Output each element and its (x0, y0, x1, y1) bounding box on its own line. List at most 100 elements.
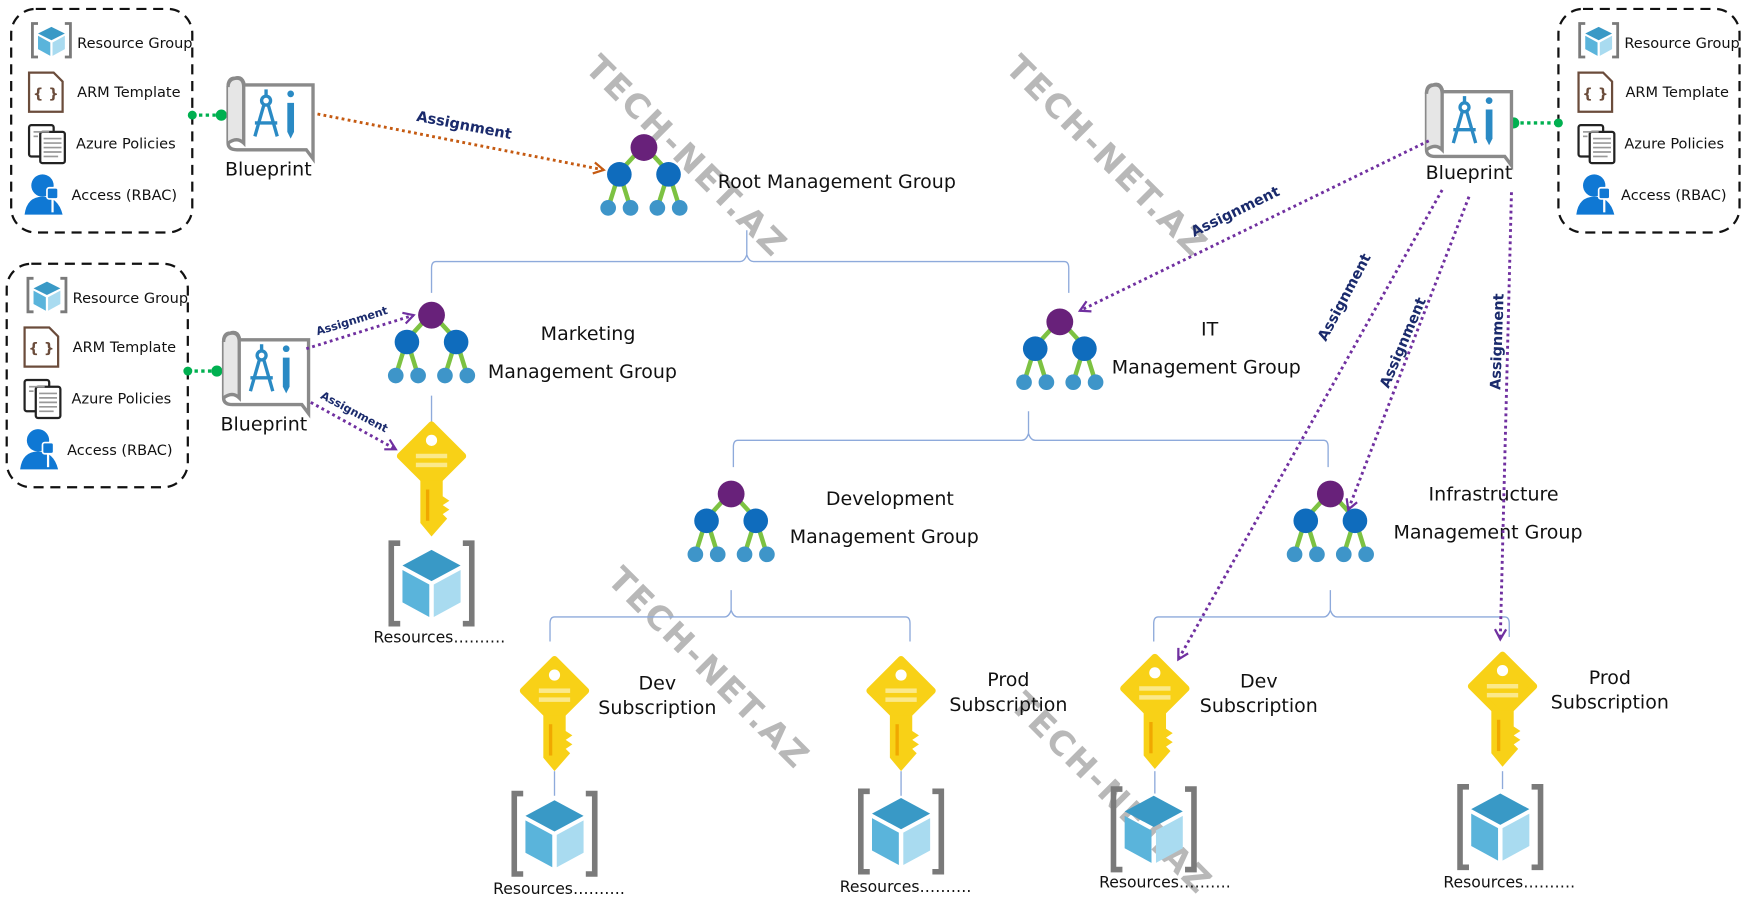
subscription-key-icon (1471, 655, 1534, 767)
assignment-label: Assignment (415, 109, 513, 143)
assignment-arrow (305, 315, 413, 351)
subscription-prod-2[interactable]: Prod Subscription (1471, 655, 1669, 767)
resource-group-icon (861, 791, 941, 871)
artifact-label: Resource Group (1624, 36, 1739, 52)
watermark: TECH-NET.AZ (578, 47, 796, 264)
subscription-label: Subscription (1551, 692, 1669, 714)
resource-group-icon (31, 22, 72, 59)
arm-template-icon (27, 71, 64, 113)
watermark: TECH-NET.AZ (998, 47, 1216, 264)
assignment-arrow (1177, 189, 1444, 659)
resource-group-icon (26, 276, 68, 314)
management-group-infrastructure[interactable]: Infrastructure Management Group (1287, 481, 1583, 563)
rbac-user-icon (1575, 173, 1616, 216)
management-group-marketing[interactable]: Marketing Management Group (388, 302, 677, 384)
artifact-box-top-right: Resource Group ARM Template Azure Polici… (1557, 7, 1741, 234)
management-group-label: Management Group (1393, 522, 1582, 544)
assignment-arrow (1500, 192, 1513, 639)
assignment-label: Assignment (1315, 251, 1374, 344)
subscription-label: Subscription (598, 697, 716, 719)
management-group-root[interactable]: Root Management Group (600, 134, 956, 216)
resources-node[interactable]: Resources………. (374, 543, 506, 647)
subscription-label: Subscription (1200, 695, 1318, 717)
artifact-box-top-left: Resource Group ARM Template Azure Polici… (10, 7, 194, 234)
management-group-development[interactable]: Development Management Group (688, 481, 979, 563)
management-group-label: Marketing (541, 323, 636, 345)
management-group-label: IT (1201, 318, 1219, 340)
rbac-user-icon (19, 428, 60, 471)
blueprint-icon (226, 75, 315, 161)
assignment-arrows (305, 112, 1513, 659)
subscription-dev-1[interactable]: Dev Subscription (523, 659, 716, 771)
assignment-label: Assignment (1189, 184, 1283, 241)
artifact-label: Azure Policies (72, 391, 172, 407)
assignment-arrow (310, 401, 396, 451)
hierarchy-lines (430, 230, 1510, 796)
resource-group-icon (514, 794, 594, 874)
blueprint-icon (1424, 82, 1514, 168)
resources-node[interactable]: Resources………. (1099, 789, 1231, 891)
artifact-box-mid-left: Resource Group ARM Template Azure Polici… (5, 262, 189, 489)
subscription-key-icon (523, 659, 586, 771)
blueprint-node[interactable]: Blueprint (1424, 82, 1514, 184)
azure-policies-icon (23, 378, 62, 420)
resources-label: Resources………. (374, 628, 506, 647)
artifact-label: Resource Group (73, 291, 188, 307)
assignment-label: Assignment (1488, 293, 1507, 390)
blueprint-icon (221, 330, 311, 416)
blueprint-label: Blueprint (225, 158, 312, 180)
artifact-label: Azure Policies (76, 137, 176, 153)
subscription-label: Subscription (949, 694, 1067, 716)
subscription-key-icon (400, 425, 463, 537)
subscription-label: Prod (1589, 667, 1631, 689)
artifact-label: ARM Template (1625, 85, 1728, 101)
management-group-label: Root Management Group (718, 171, 956, 193)
subscription-dev-2[interactable]: Dev Subscription (1124, 657, 1318, 769)
resources-label: Resources………. (1443, 872, 1575, 891)
resource-group-icon (1578, 22, 1620, 59)
subscription-marketing[interactable] (400, 425, 463, 537)
subscription-key-icon (870, 659, 933, 771)
arm-template-icon (1577, 71, 1614, 113)
blueprint-label: Blueprint (1426, 162, 1513, 184)
arm-template-icon (23, 326, 60, 368)
subscription-label: Prod (987, 669, 1029, 691)
subscription-key-icon (1124, 657, 1187, 769)
artifact-label: Azure Policies (1624, 137, 1724, 153)
management-group-label: Development (826, 488, 954, 510)
management-group-label: Management Group (1112, 356, 1301, 378)
resources-label: Resources………. (493, 879, 625, 898)
artifact-label: Access (RBAC) (67, 443, 173, 459)
rbac-user-icon (23, 173, 64, 216)
management-group-icon (388, 302, 475, 384)
resources-node[interactable]: Resources………. (493, 794, 625, 899)
artifact-label: Resource Group (77, 36, 192, 52)
management-group-label: Management Group (790, 526, 979, 548)
resources-node[interactable]: Resources………. (1443, 787, 1575, 892)
resources-label: Resources………. (1099, 872, 1231, 891)
subscription-label: Dev (1240, 670, 1278, 692)
blueprint-node[interactable]: Blueprint (220, 330, 311, 436)
management-group-label: Management Group (488, 361, 677, 383)
resources-node[interactable]: Resources………. (840, 791, 972, 896)
resources-label: Resources………. (840, 877, 972, 896)
artifact-label: Access (RBAC) (1621, 188, 1727, 204)
subscription-label: Dev (639, 673, 677, 695)
resource-group-icon (391, 543, 471, 623)
azure-policies-icon (1577, 124, 1616, 165)
assignment-labels: Assignment Assignment Assignment Assignm… (315, 109, 1508, 436)
artifact-label: ARM Template (77, 85, 180, 101)
management-group-it[interactable]: IT Management Group (1016, 308, 1301, 390)
blueprint-node[interactable]: Blueprint (225, 75, 315, 181)
subscription-prod-1[interactable]: Prod Subscription (870, 659, 1068, 771)
management-group-icon (1016, 308, 1103, 390)
assignment-label: Assignment (315, 304, 390, 338)
watermark: TECH-NET.AZ (600, 559, 818, 776)
blueprint-label: Blueprint (220, 413, 307, 435)
management-group-icon (688, 481, 775, 563)
assignment-label: Assignment (1377, 295, 1429, 390)
assignment-arrow (1348, 196, 1471, 510)
artifact-label: ARM Template (73, 340, 176, 356)
azure-policies-icon (27, 124, 66, 165)
